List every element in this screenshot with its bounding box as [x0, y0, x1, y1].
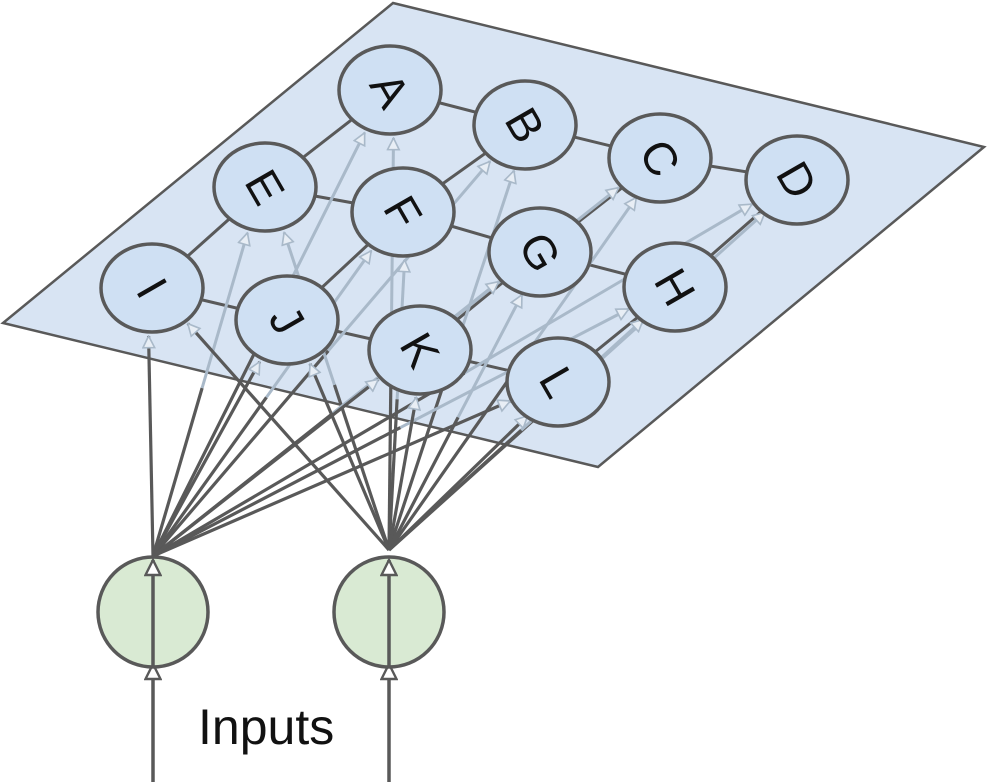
neuron-a: A — [337, 44, 443, 136]
neuron-d: D — [744, 134, 850, 226]
neuron-j: J — [234, 274, 340, 366]
neuron-b: B — [472, 79, 578, 171]
neuron-i-circle — [99, 242, 205, 334]
neuron-e-circle — [212, 141, 318, 233]
connection-input2-to-c-lower — [387, 365, 519, 551]
neuron-h: H — [622, 241, 728, 333]
connection-input1-to-h-lower — [152, 426, 402, 558]
neuron-a-circle — [337, 44, 443, 136]
connection-input1-to-i — [149, 336, 153, 557]
neuron-b-circle — [472, 79, 578, 171]
connection-input2-to-k — [387, 397, 416, 551]
neuron-k-circle — [367, 304, 473, 396]
connection-input2-to-j — [310, 364, 391, 551]
neuron-h-circle — [622, 241, 728, 333]
neuron-i: I — [99, 242, 205, 334]
connection-input2-to-f-lower — [387, 399, 399, 551]
connection-input1-to-l — [152, 401, 510, 558]
input-neuron-1 — [96, 555, 210, 782]
neuron-e: E — [212, 141, 318, 233]
neuron-l: L — [505, 336, 611, 428]
neuron-k: K — [367, 304, 473, 396]
neuron-f: F — [350, 166, 456, 258]
connection-input1-to-e-upper — [200, 233, 247, 389]
neuron-g-circle — [487, 206, 593, 298]
input-neurons — [96, 555, 446, 782]
neuron-j-circle — [234, 274, 340, 366]
connection-input1-to-j — [151, 362, 262, 557]
neuron-l-circle — [505, 336, 611, 428]
neuron-c-circle — [607, 112, 713, 204]
connection-input2-to-g-upper — [456, 295, 524, 418]
neuron-g: G — [487, 206, 593, 298]
connection-input2-to-g-lower — [387, 416, 460, 551]
neuron-d-circle — [744, 134, 850, 226]
inputs-label: Inputs — [198, 699, 335, 755]
connection-input1-to-e-lower — [151, 387, 204, 557]
connection-input2-to-l — [387, 416, 528, 552]
input-neuron-2 — [332, 555, 446, 782]
neuron-c: C — [607, 112, 713, 204]
connection-input1-to-b-lower — [151, 349, 330, 558]
connection-input2-to-b-upper — [452, 171, 514, 354]
connection-input2-to-e-lower — [332, 384, 391, 551]
connection-input1-to-k — [152, 378, 378, 558]
connection-input2-to-i — [188, 324, 391, 552]
connection-input1-to-d-upper — [463, 202, 751, 375]
connection-input1-to-f-lower — [151, 396, 268, 557]
neuron-f-circle — [350, 166, 456, 258]
